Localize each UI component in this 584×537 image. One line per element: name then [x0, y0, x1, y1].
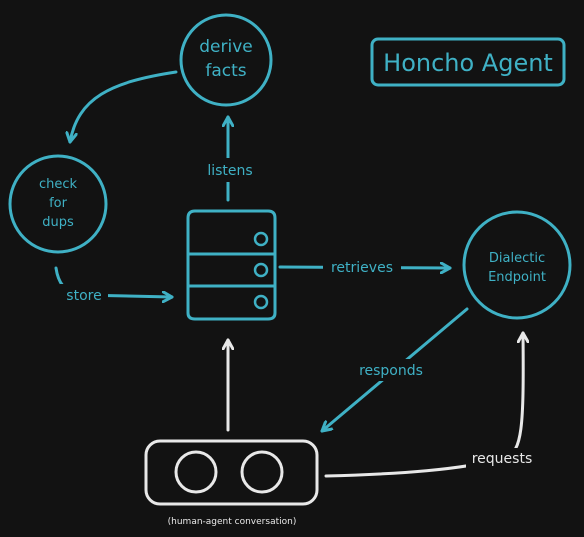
database-tier-bottom [186, 284, 277, 321]
check-for-dups-circle [8, 154, 108, 254]
check-for-dups-label-line1: check [39, 177, 78, 192]
database-tier-middle [186, 252, 277, 288]
conversation-participant-agent [240, 450, 284, 494]
edge-derive-to-check [70, 70, 178, 144]
check-for-dups-label-line3: dups [42, 215, 74, 230]
edge-responds-label-bg [355, 359, 427, 381]
diagram-title: Honcho Agent [383, 49, 553, 77]
derive-facts-circle [179, 13, 273, 107]
edge-listens-label: listens [207, 163, 252, 179]
edge-responds-label: responds [359, 363, 423, 379]
dialectic-endpoint-circle [462, 210, 572, 320]
edge-retrieves-label-bg [323, 257, 401, 279]
conversation-caption: (human-agent conversation) [168, 517, 297, 527]
node-check-for-dups: check for dups [8, 154, 108, 254]
database-indicator-top [253, 231, 269, 247]
conversation-icon [144, 439, 319, 506]
derive-facts-label-line1: derive [199, 37, 252, 57]
database-tier-top [186, 209, 277, 256]
check-for-dups-label-line2: for [49, 196, 68, 211]
edge-listens-label-bg [200, 158, 260, 182]
dialectic-endpoint-label-line1: Dialectic [489, 251, 545, 266]
conversation-node: (human-agent conversation) [144, 439, 319, 527]
conversation-participant-human [174, 450, 218, 494]
dialectic-endpoint-label-line2: Endpoint [488, 270, 546, 285]
edge-requests-label-bg [466, 448, 538, 470]
derive-facts-label-line2: facts [205, 61, 246, 81]
node-derive-facts: derive facts [179, 13, 273, 107]
node-dialectic-endpoint: Dialectic Endpoint [462, 210, 572, 320]
edge-requests-label: requests [472, 451, 533, 467]
database-indicator-middle [253, 262, 269, 278]
edge-store-label-bg [60, 284, 108, 306]
title-box: Honcho Agent [370, 37, 566, 87]
edge-retrieves-label: retrieves [331, 260, 393, 276]
edge-store-label: store [66, 288, 101, 304]
database-indicator-bottom [253, 294, 269, 310]
title-box-border [370, 37, 566, 87]
database-icon [186, 209, 277, 321]
